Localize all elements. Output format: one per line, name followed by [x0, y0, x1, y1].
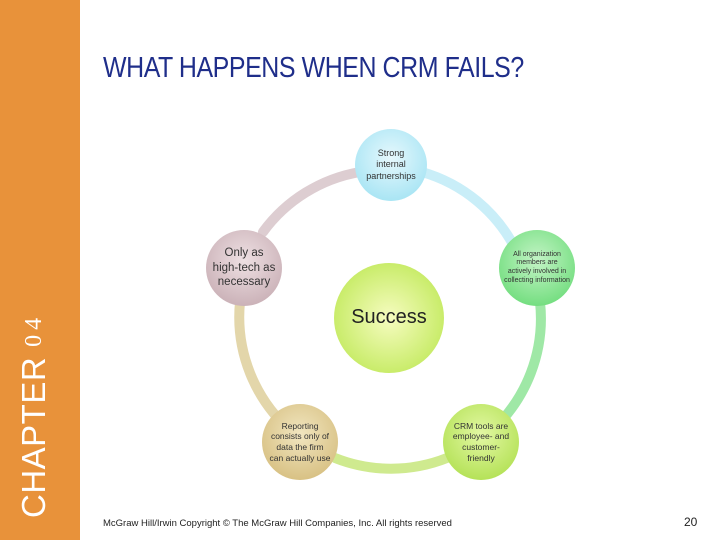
- arc-left-top: [258, 167, 365, 237]
- arc-top-right: [417, 167, 521, 255]
- arc-bottom: [330, 453, 452, 474]
- node-crm-tools-friendly-label: CRM tools are employee- and customer-fri…: [452, 420, 510, 463]
- node-reporting-usable: Reporting consists only of data the firm…: [269, 411, 331, 473]
- page-number: 20: [684, 515, 698, 529]
- slide-title: WHAT HAPPENS WHEN CRM FAILS?: [103, 52, 524, 84]
- node-high-tech-label: Only as high-tech as necessary: [212, 247, 276, 289]
- node-bottom-left-circle: [262, 404, 338, 480]
- node-right-circle: [499, 230, 575, 306]
- node-top-circle: [355, 129, 427, 201]
- node-left-circle: [206, 230, 282, 306]
- node-strong-partnerships-label: Strong internal partnerships: [366, 148, 416, 181]
- node-members-involved: All organization members are actively in…: [504, 235, 570, 301]
- node-high-tech: Only as high-tech as necessary: [212, 236, 276, 300]
- node-reporting-usable-label: Reporting consists only of data the firm…: [269, 420, 331, 463]
- node-members-involved-label: All organization members are actively in…: [504, 250, 570, 284]
- node-crm-tools-friendly: CRM tools are employee- and customer-fri…: [450, 411, 512, 473]
- center-circle: [334, 263, 444, 373]
- chapter-sidebar: CHAPTER 04: [0, 0, 80, 540]
- node-strong-partnerships: Strong internal partnerships: [363, 137, 419, 193]
- success-label: Success: [351, 305, 427, 328]
- success-center: Success: [334, 263, 444, 373]
- copyright-footer: McGraw Hill/Irwin Copyright © The McGraw…: [103, 518, 452, 529]
- node-bottom-right-circle: [443, 404, 519, 480]
